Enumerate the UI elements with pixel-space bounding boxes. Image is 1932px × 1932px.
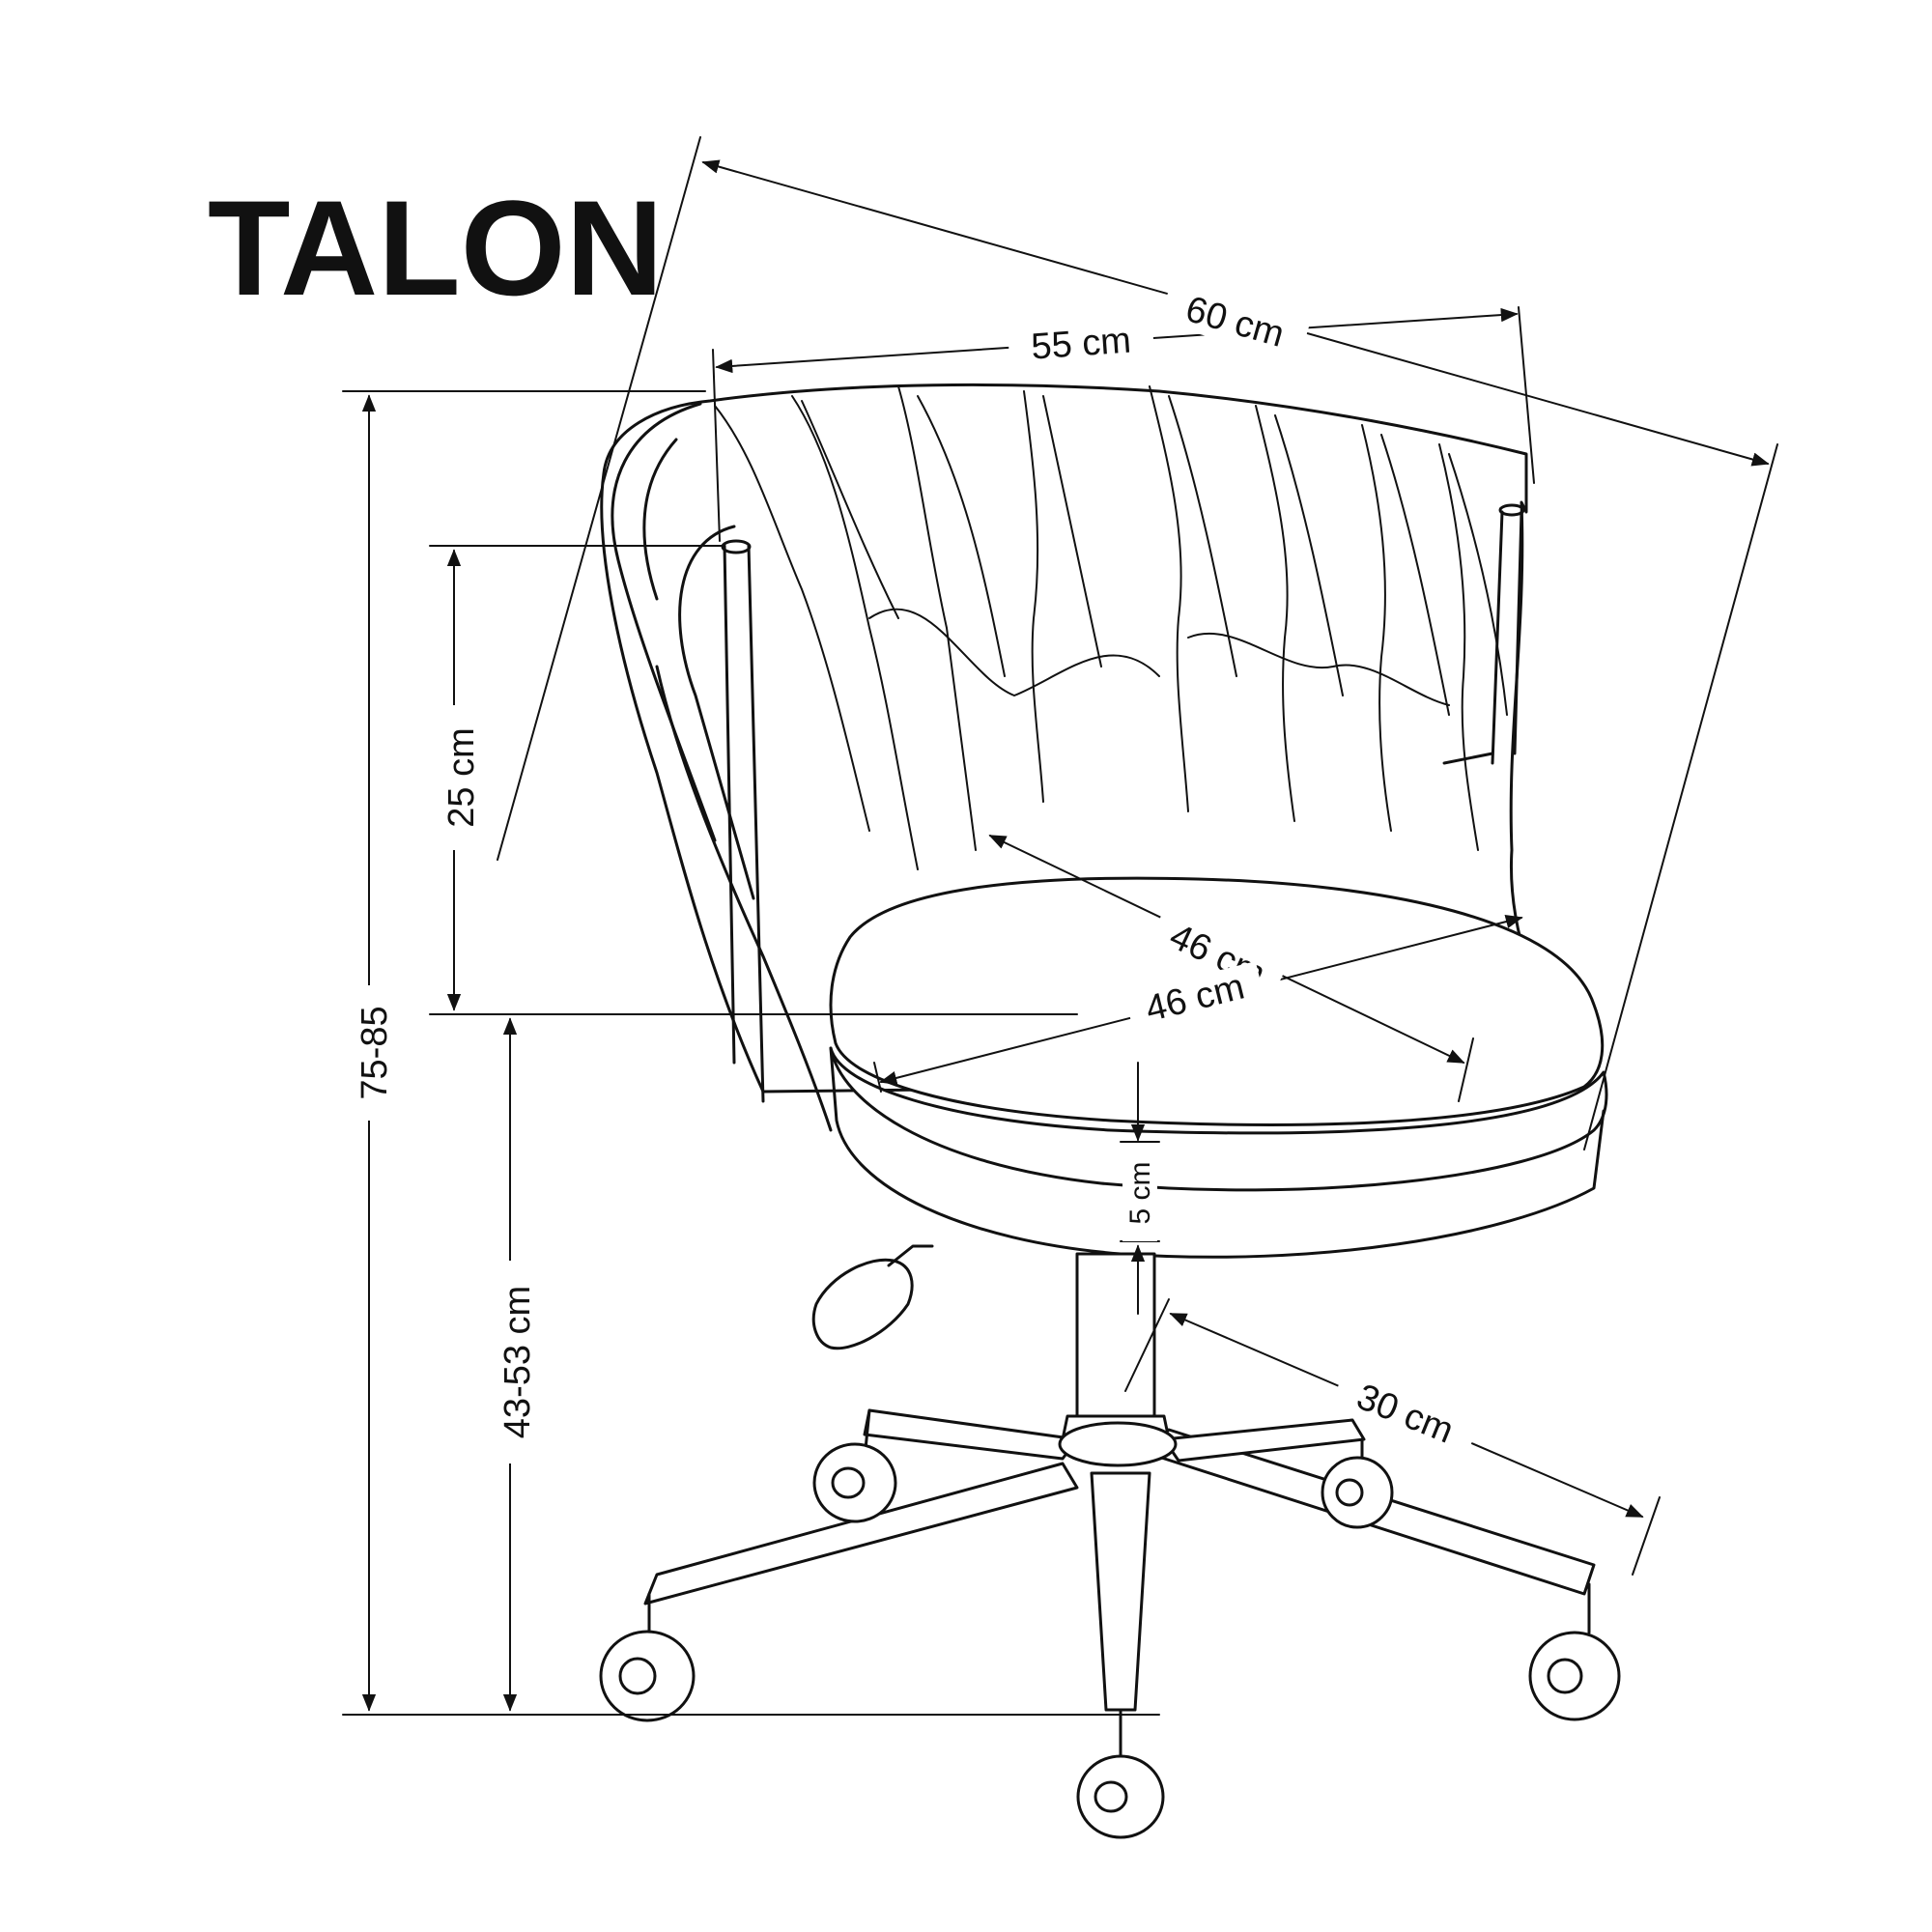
woven-strips <box>714 385 1508 870</box>
seat-base <box>829 1046 1608 1192</box>
label-backrest-height: 25 cm <box>441 727 482 827</box>
casters <box>599 1408 1621 1839</box>
label-total-height: 75-85 <box>355 1006 395 1099</box>
label-backrest-width: 55 cm <box>1030 320 1132 367</box>
product-title: TALON <box>208 172 664 324</box>
label-seat-height: 43-53 cm <box>497 1286 538 1438</box>
extension-line <box>1124 1298 1170 1392</box>
gas-column <box>1075 1252 1156 1418</box>
extension-line <box>712 349 721 542</box>
chair-illustration <box>599 383 1621 1839</box>
label-overall-width: 60 cm <box>1181 289 1289 355</box>
extension-line <box>1518 306 1535 484</box>
extension-line <box>497 136 701 861</box>
label-base-radius: 30 cm <box>1351 1377 1460 1452</box>
lift-lever <box>811 1258 914 1350</box>
extension-line <box>1583 443 1778 1151</box>
label-seat-thickness: 5 cm <box>1124 1161 1156 1224</box>
extension-line <box>1632 1496 1661 1576</box>
extension-line <box>873 1062 882 1093</box>
